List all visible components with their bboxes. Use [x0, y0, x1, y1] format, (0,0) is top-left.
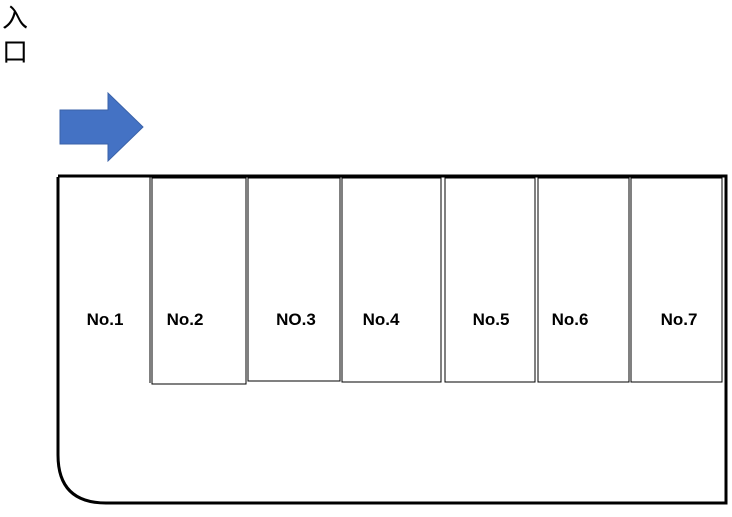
lot-boundary — [56, 174, 728, 505]
entrance-char-2: 口 — [2, 38, 29, 68]
entrance-label: 入 口 — [2, 2, 28, 70]
parking-slot-label-2: No.2 — [167, 310, 204, 329]
parking-slot-5 — [444, 177, 536, 383]
entrance-char-1: 入 — [2, 4, 29, 34]
parking-slot-2 — [151, 177, 247, 385]
parking-slot-label-4: No.4 — [363, 310, 400, 329]
parking-slot-label-1: No.1 — [87, 310, 124, 329]
parking-slot-6 — [537, 177, 630, 383]
parking-slot-label-6: No.6 — [552, 310, 589, 329]
parking-slot-4 — [341, 177, 442, 383]
parking-slots: No.1 No.2 NO.3 No.4 No.5 No.6 No.7 — [87, 177, 723, 385]
parking-slot-label-5: No.5 — [473, 310, 510, 329]
parking-slot-label-7: No.7 — [661, 310, 698, 329]
parking-slot-7 — [630, 177, 723, 383]
parking-slot-3 — [247, 177, 341, 382]
parking-slot-label-3: NO.3 — [276, 310, 316, 329]
entrance-arrow-icon — [59, 91, 144, 163]
